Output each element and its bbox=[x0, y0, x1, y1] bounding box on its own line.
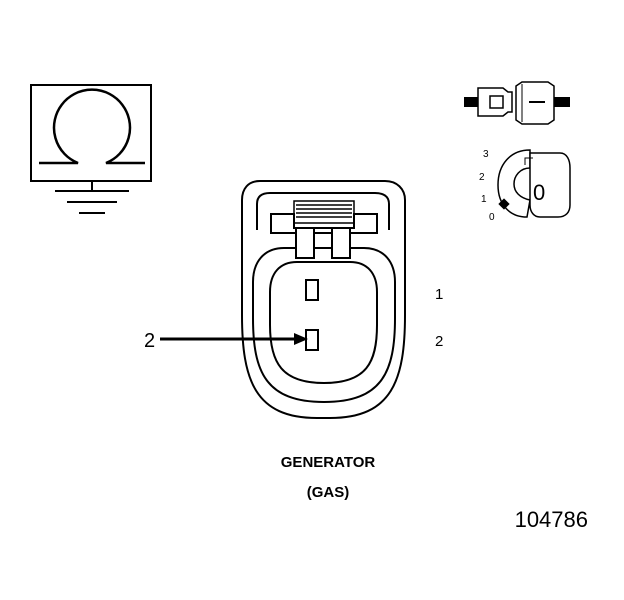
position-label-1: 1 bbox=[481, 194, 487, 205]
omega-ground-symbol bbox=[30, 84, 152, 214]
terminal-2 bbox=[305, 329, 319, 351]
terminal-1 bbox=[305, 279, 319, 301]
connector-mating-icon bbox=[464, 81, 570, 125]
key-label: 0 bbox=[533, 180, 545, 205]
connector-face bbox=[241, 180, 406, 419]
position-label-0: 0 bbox=[489, 212, 495, 223]
connector-latch bbox=[270, 200, 378, 259]
position-label-2: 2 bbox=[479, 172, 485, 183]
figure-number: 104786 bbox=[515, 507, 588, 532]
pin-label-1: 1 bbox=[435, 286, 443, 303]
callout-label: 2 bbox=[144, 330, 155, 352]
omega-icon bbox=[39, 88, 145, 165]
diagram-title-line2: (GAS) bbox=[307, 484, 350, 501]
diagram-title-line1: GENERATOR bbox=[281, 454, 376, 471]
position-label-3: 3 bbox=[483, 149, 489, 160]
pin-label-2: 2 bbox=[435, 333, 443, 350]
callout-arrow bbox=[160, 333, 308, 345]
key-position-icon: 3 2 1 0 0 bbox=[479, 149, 571, 223]
